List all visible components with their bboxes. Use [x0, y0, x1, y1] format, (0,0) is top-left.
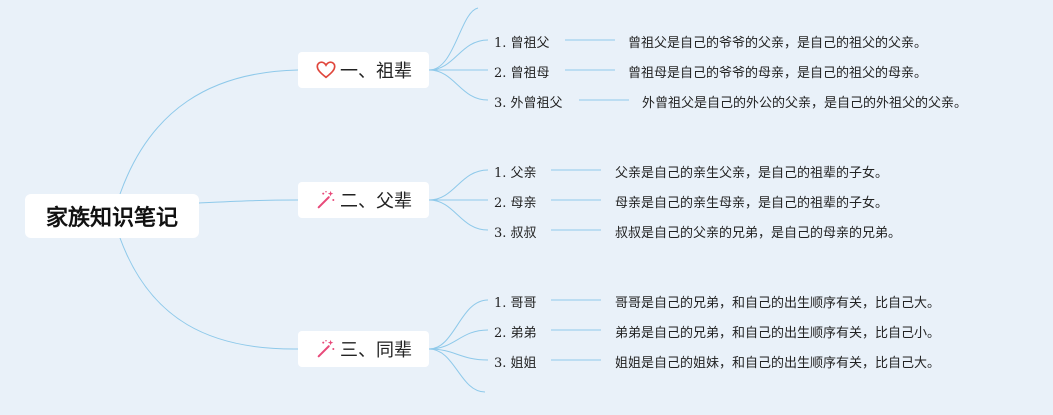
connector-branch-3-item-2: [428, 329, 489, 350]
leaf-node[interactable]: 3. 叔叔: [494, 226, 537, 241]
branch-node-siblings[interactable]: 三、同辈: [298, 331, 429, 367]
connector-branch-2-item-3: [428, 199, 489, 231]
leaf-description: 曾祖母是自己的爷爷的母亲，是自己的祖父的母亲。: [628, 66, 928, 81]
leaf-description: 外曾祖父是自己的外公的父亲，是自己的外祖父的父亲。: [642, 96, 968, 111]
leaf-description: 叔叔是自己的父亲的兄弟，是自己的母亲的兄弟。: [615, 226, 902, 241]
branch-label: 二、父辈: [340, 191, 412, 212]
leaf-node[interactable]: 1. 曾祖父: [494, 36, 550, 51]
branch-node-ancestors[interactable]: 一、祖辈: [298, 52, 429, 88]
branch-label: 一、祖辈: [340, 61, 412, 82]
leaf-node[interactable]: 3. 姐姐: [494, 356, 537, 371]
magic-wand-icon: [315, 189, 337, 211]
leaf-node[interactable]: 2. 曾祖母: [494, 66, 550, 81]
root-node[interactable]: 家族知识笔记: [25, 194, 199, 238]
magic-wand-icon: [315, 338, 337, 360]
connector-root-branch-3: [119, 237, 299, 350]
leaf-node[interactable]: 3. 外曾祖父: [494, 96, 563, 111]
branch-label: 三、同辈: [340, 340, 412, 361]
leaf-node[interactable]: 1. 父亲: [494, 166, 537, 181]
leaf-description: 父亲是自己的亲生父亲，是自己的祖辈的子女。: [615, 166, 889, 181]
connector-branch-3-item-1: [428, 299, 489, 350]
connector-branch-1-item-3: [428, 69, 489, 101]
leaf-description: 哥哥是自己的兄弟，和自己的出生顺序有关，比自己大。: [615, 296, 941, 311]
leaf-description: 母亲是自己的亲生母亲，是自己的祖辈的子女。: [615, 196, 889, 211]
leaf-node[interactable]: 2. 弟弟: [494, 326, 537, 341]
connector-branch-2-item-1: [428, 169, 489, 201]
leaf-node[interactable]: 2. 母亲: [494, 196, 537, 211]
connector-branch-1-extra: [428, 7, 479, 71]
connector-root-branch-2: [198, 199, 299, 204]
branch-node-parents[interactable]: 二、父辈: [298, 182, 429, 218]
connector-branch-1-item-1: [428, 39, 489, 71]
leaf-description: 弟弟是自己的兄弟，和自己的出生顺序有关，比自己小。: [615, 326, 941, 341]
root-title: 家族知识笔记: [45, 206, 178, 231]
connector-branch-3-extra: [428, 348, 486, 393]
heart-icon: [315, 59, 337, 81]
leaf-description: 姐姐是自己的姐妹，和自己的出生顺序有关，比自己大。: [615, 356, 941, 371]
connector-root-branch-1: [119, 69, 299, 195]
leaf-description: 曾祖父是自己的爷爷的父亲，是自己的祖父的父亲。: [628, 36, 928, 51]
leaf-node[interactable]: 1. 哥哥: [494, 296, 537, 311]
connector-branch-3-item-3: [428, 348, 489, 361]
